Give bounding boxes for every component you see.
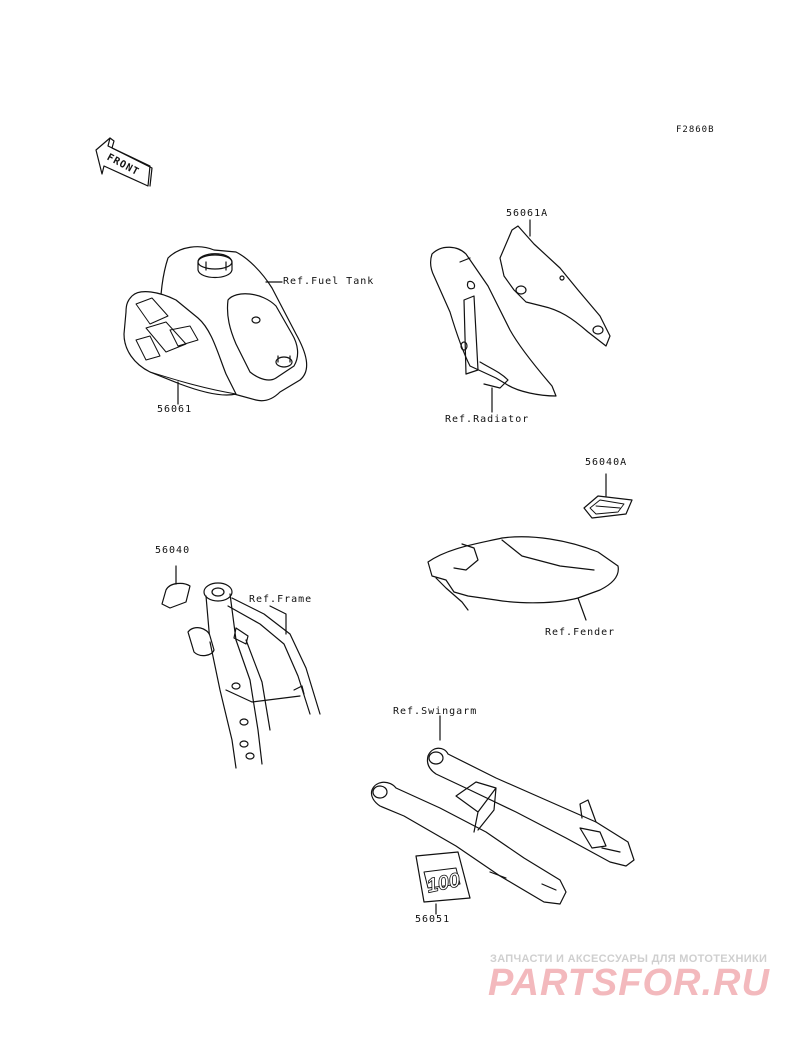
part-number-56051: 56051 [415, 914, 451, 925]
watermark-tagline: ЗАПЧАСТИ И АКСЕССУАРЫ ДЛЯ МОТОТЕХНИКИ [490, 953, 768, 965]
decal-56040a-drawing [583, 473, 633, 519]
frame-drawing [161, 565, 321, 769]
decal-100-text: 100 [425, 869, 462, 897]
ref-fuel-tank-label: Ref.Fuel Tank [283, 276, 375, 287]
ref-fender-label: Ref.Fender [545, 627, 616, 638]
part-number-56061: 56061 [157, 404, 193, 415]
front-arrow-icon [95, 137, 153, 187]
figure-code: F2860B [676, 125, 715, 135]
radiator-shroud-drawing [430, 219, 611, 413]
part-number-56061a: 56061A [506, 208, 549, 219]
swingarm-drawing: 100 [370, 715, 635, 915]
ref-frame-label: Ref.Frame [249, 594, 313, 605]
part-number-56040a: 56040A [585, 457, 628, 468]
ref-swingarm-label: Ref.Swingarm [393, 706, 478, 717]
ref-radiator-label: Ref.Radiator [445, 414, 530, 425]
watermark-logo: PARTSFOR.RU [488, 962, 770, 1004]
part-number-56040: 56040 [155, 545, 191, 556]
fuel-tank-drawing [123, 246, 308, 405]
rear-fender-drawing [427, 536, 619, 621]
